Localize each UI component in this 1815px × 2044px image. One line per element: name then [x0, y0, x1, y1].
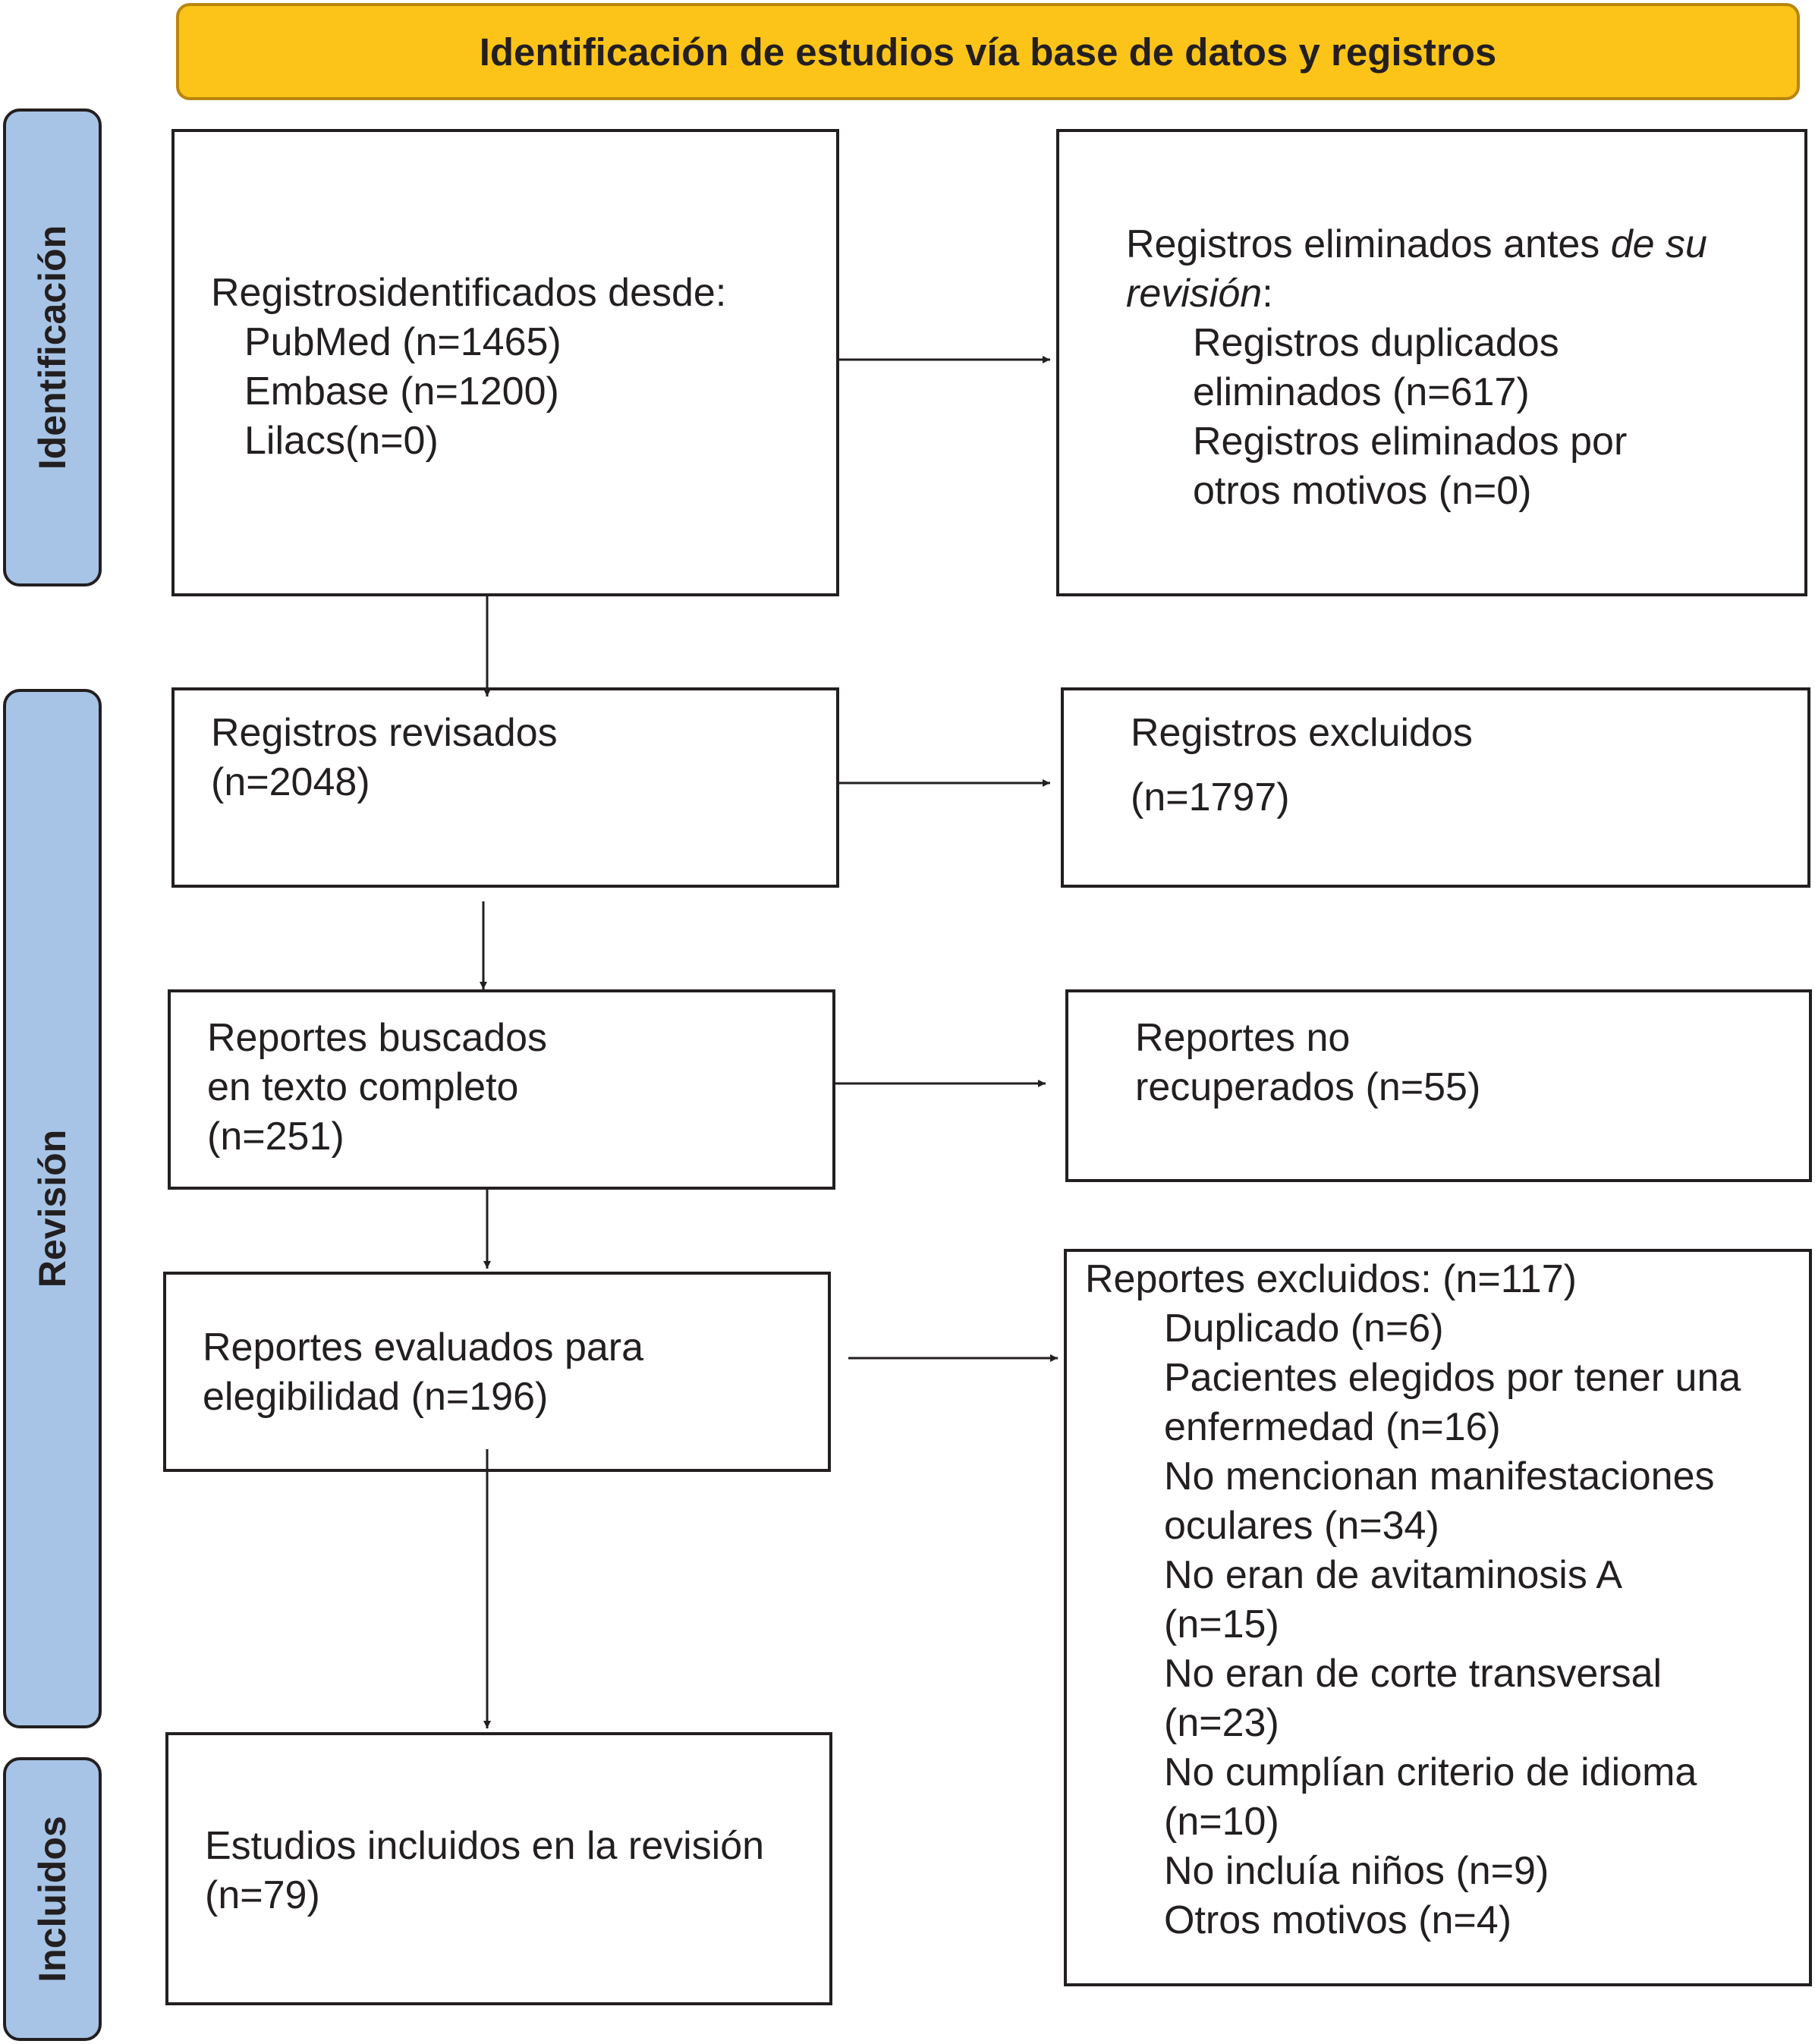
reports-assessed-line: elegibilidad (n=196) — [203, 1375, 549, 1419]
phase-identificacion: Identificación — [3, 108, 102, 586]
phase-incluidos: Incluidos — [3, 1757, 102, 2041]
source-lilacs: Lilacs(n=0) — [244, 419, 439, 463]
excluded-reason: No incluía niños (n=9) — [1164, 1849, 1549, 1893]
reports-excluded-box: Reportes excluidos: (n=117) Duplicado (n… — [1064, 1249, 1812, 1986]
reports-not-retrieved-line: recuperados (n=55) — [1135, 1065, 1481, 1109]
reports-sought-line: en texto completo — [207, 1065, 519, 1109]
excluded-reason: (n=10) — [1164, 1800, 1279, 1844]
removed-item: Registros duplicados — [1193, 321, 1559, 365]
records-identified-title: Registrosidentificados desde: — [211, 271, 727, 315]
excluded-reason: Pacientes elegidos por tener una — [1164, 1356, 1741, 1400]
removed-item: otros motivos (n=0) — [1193, 469, 1532, 513]
records-identified-box: Registrosidentificados desde: PubMed (n=… — [171, 129, 839, 596]
reports-assessed-box: Reportes evaluados para elegibilidad (n=… — [163, 1272, 831, 1472]
source-embase: Embase (n=1200) — [244, 369, 559, 414]
excluded-reason: (n=23) — [1164, 1701, 1279, 1745]
records-screened-line: (n=2048) — [211, 760, 370, 804]
reports-not-retrieved-line: Reportes no — [1135, 1016, 1351, 1060]
phase-revision: Revisión — [3, 689, 102, 1728]
reports-not-retrieved-box: Reportes no recuperados (n=55) — [1065, 989, 1812, 1182]
records-removed-title: Registros eliminados antes de su — [1126, 220, 1804, 269]
records-removed-title-plain: Registros eliminados antes — [1126, 222, 1611, 266]
records-removed-title-italic2: revisión — [1126, 272, 1263, 316]
records-removed-title-line2: revisión: — [1126, 269, 1804, 319]
records-removed-title-italic: de su — [1610, 222, 1707, 266]
source-pubmed: PubMed (n=1465) — [244, 320, 561, 364]
studies-included-line: (n=79) — [205, 1873, 320, 1917]
records-screened-box: Registros revisados (n=2048) — [171, 687, 839, 888]
excluded-reason: oculares (n=34) — [1164, 1504, 1439, 1548]
excluded-reason: (n=15) — [1164, 1602, 1279, 1646]
reports-assessed-line: Reportes evaluados para — [203, 1325, 644, 1369]
records-removed-box: Registros eliminados antes de su revisió… — [1056, 129, 1807, 596]
excluded-reason: No eran de avitaminosis A — [1164, 1553, 1623, 1597]
reports-excluded-title: Reportes excluidos: (n=117) — [1085, 1257, 1577, 1301]
removed-item: eliminados (n=617) — [1193, 370, 1530, 414]
reports-sought-line: Reportes buscados — [207, 1016, 548, 1060]
reports-sought-box: Reportes buscados en texto completo (n=2… — [168, 989, 835, 1190]
excluded-reason: No eran de corte transversal — [1164, 1652, 1662, 1696]
records-excluded-box: Registros excluidos (n=1797) — [1061, 687, 1810, 888]
excluded-reason: Duplicado (n=6) — [1164, 1307, 1444, 1351]
studies-included-line: Estudios incluidos en la revisión — [205, 1824, 765, 1868]
excluded-reason: No mencionan manifestaciones — [1164, 1454, 1715, 1498]
studies-included-box: Estudios incluidos en la revisión (n=79) — [165, 1732, 832, 2005]
reports-sought-line: (n=251) — [207, 1115, 344, 1159]
records-excluded-line: Registros excluidos — [1131, 711, 1473, 755]
excluded-reason: enfermedad (n=16) — [1164, 1405, 1501, 1449]
records-excluded-line: (n=1797) — [1131, 775, 1290, 819]
records-removed-title-colon: : — [1262, 272, 1273, 316]
excluded-reason: No cumplían criterio de idioma — [1164, 1750, 1697, 1794]
removed-item: Registros eliminados por — [1193, 420, 1628, 464]
diagram-header: Identificación de estudios vía base de d… — [176, 3, 1800, 100]
excluded-reason: Otros motivos (n=4) — [1164, 1898, 1512, 1942]
records-screened-line: Registros revisados — [211, 711, 558, 755]
header-title: Identificación de estudios vía base de d… — [479, 30, 1497, 74]
